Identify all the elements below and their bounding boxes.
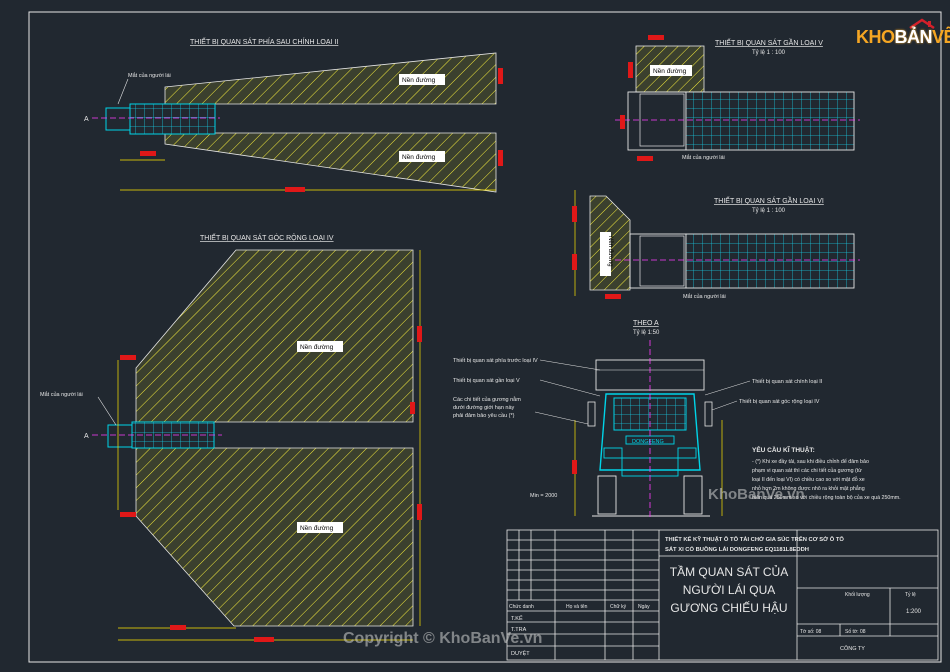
callout-5: phải đảm bảo yêu cầu (*)	[453, 413, 515, 419]
title-rear-mirror: THIẾT BỊ QUAN SÁT PHÍA SAU CHÍNH LOẠI II	[190, 36, 338, 46]
view-a-front: THEO A Tỷ lệ 1:50 DONGFENG Min = 2000 Th…	[453, 320, 823, 520]
ground-clearance: Min = 2000	[530, 493, 557, 499]
requirement-line-2: phạm vi quan sát thì các chi tiết của gư…	[752, 467, 862, 474]
drawing-title-2: NGƯỜI LÁI QUA	[683, 582, 776, 597]
kho-ban-ve-logo-icon	[909, 18, 935, 30]
title-near-mirror-vi: THIẾT BỊ QUAN SÁT GẦN LOẠI VI	[714, 195, 824, 205]
sheet-count: Số tờ: 08	[845, 629, 866, 635]
col-header-role: Chức danh	[509, 604, 534, 610]
requirement-line-5: biên quá 250mm so với chiều rộng toàn bộ…	[752, 494, 901, 501]
wide-mirror-view: THIẾT BỊ QUAN SÁT GÓC RỘNG LOẠI IV Nền đ…	[40, 232, 422, 642]
title-wide-mirror: THIẾT BỊ QUAN SÁT GÓC RỘNG LOẠI IV	[200, 232, 334, 242]
near-mirror-v-view: THIẾT BỊ QUAN SÁT GẦN LOẠI V Tỷ lệ 1 : 1…	[615, 35, 860, 161]
kho-ban-ve-logo-text: KHOBẢNVẼ	[856, 27, 950, 48]
title-block-text: THIẾT KẾ KỸ THUẬT Ô TÔ TẢI CHỞ GIA SÚC T…	[509, 535, 922, 657]
callout-4: dưới đường giới hạn này	[453, 405, 515, 411]
company-label: CÔNG TY	[840, 645, 865, 652]
requirements-note: YÊU CẦU KĨ THUẬT: - (*) Khi xe đầy tải, …	[752, 444, 901, 501]
driver-eye-label-v: Mắt của người lái	[682, 154, 725, 161]
requirement-line-4: nhỏ hơn 2m không được nhô ra khỏi mặt ph…	[752, 485, 865, 492]
logo-ban: BẢN	[894, 27, 933, 47]
driver-eye-label-1: Mắt của người lái	[128, 72, 171, 79]
drawing-title-3: GƯƠNG CHIẾU HẬU	[670, 600, 787, 615]
scale-a: Tỷ lệ 1:50	[633, 329, 660, 336]
logo-ve: VẼ	[932, 27, 950, 47]
sheet-number: Tờ số: 08	[800, 629, 822, 635]
rear-mirror-view: THIẾT BỊ QUAN SÁT PHÍA SAU CHÍNH LOẠI II…	[84, 36, 503, 193]
project-line-1: THIẾT KẾ KỸ THUẬT Ô TÔ TẢI CHỞ GIA SÚC T…	[665, 535, 844, 543]
watermark-mid: KhoBanVe.vn	[708, 486, 805, 503]
project-line-2: SÁT XI CÓ BUỒNG LÁI DONGFENG EQ1181L8EDD…	[665, 545, 809, 553]
title-view-a: THEO A	[633, 320, 659, 327]
near-mirror-vi-view: THIẾT BỊ QUAN SÁT GẦN LOẠI VI Tỷ lệ 1 : …	[572, 190, 860, 300]
role-approve: DUYỆT	[511, 649, 530, 657]
road-label-wide-lower: Nền đường	[300, 523, 334, 532]
scale-v: Tỷ lệ 1 : 100	[752, 49, 786, 56]
callout-6: Thiết bị quan sát chính loại II	[752, 379, 823, 385]
col-header-name: Họ và tên	[566, 604, 588, 610]
logo-kho: KHO	[856, 27, 895, 47]
scale-vi: Tỷ lệ 1 : 100	[752, 207, 786, 214]
callout-1: Thiết bị quan sát phía trước loại IV	[453, 358, 538, 364]
hatch-zone-wide-lower	[135, 447, 414, 627]
hatch-zone-lower	[164, 132, 497, 193]
truck-brand: DONGFENG	[632, 439, 664, 445]
callout-2: Thiết bị quan sát gần loại V	[453, 378, 520, 384]
col-header-sign: Chữ ký	[610, 604, 627, 610]
role-check: T.TRA	[511, 627, 527, 633]
hatch-zone-wide-upper	[135, 249, 414, 423]
callout-3: Các chi tiết của gương nằm	[453, 396, 521, 403]
header-scale: Tỷ lệ	[905, 591, 916, 598]
road-label-v: Nền đường	[653, 66, 687, 75]
title-near-mirror-v: THIẾT BỊ QUAN SÁT GẦN LOẠI V	[715, 37, 823, 47]
point-a-1: A	[84, 116, 89, 123]
role-design: T.KẾ	[511, 615, 523, 622]
hatch-zone-upper	[164, 52, 497, 105]
header-mass: Khối lượng	[845, 592, 870, 598]
title-block	[506, 529, 939, 661]
requirement-line-3: loại II đến loại VI) có chiều cao so với…	[752, 476, 865, 483]
scale-value: 1:200	[906, 609, 922, 615]
watermark-copyright: Copyright © KhoBanVe.vn	[343, 630, 543, 647]
col-header-date: Ngày	[638, 604, 650, 610]
drawing-title-1: TẦM QUAN SÁT CỦA	[670, 564, 788, 579]
road-label-vi: Nền đường	[607, 236, 613, 267]
road-label-upper: Nền đường	[402, 75, 436, 84]
driver-eye-label-2: Mắt của người lái	[40, 391, 83, 398]
road-label-lower: Nền đường	[402, 152, 436, 161]
road-label-wide-upper: Nền đường	[300, 342, 334, 351]
requirement-line-1: - (*) Khi xe đầy tải, sau khi điều chỉnh…	[752, 458, 869, 465]
sheet-frame	[28, 11, 942, 663]
callout-7: Thiết bị quan sát góc rộng loại IV	[739, 399, 820, 405]
point-a-2: A	[84, 433, 89, 440]
driver-eye-label-vi: Mắt của người lái	[683, 293, 726, 300]
requirements-heading: YÊU CẦU KĨ THUẬT:	[752, 444, 815, 454]
